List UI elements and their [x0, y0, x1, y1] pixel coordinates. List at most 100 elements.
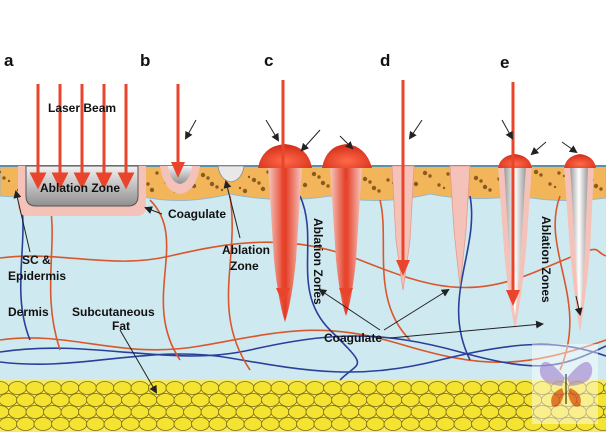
epidermis-dot	[371, 185, 377, 191]
fat-cell	[200, 381, 220, 395]
fat-cell	[383, 417, 403, 431]
fat-cell	[313, 393, 333, 407]
epidermis-dot	[386, 178, 390, 182]
fat-cell	[488, 393, 508, 407]
fat-cell	[60, 405, 80, 419]
fat-cell	[130, 405, 150, 419]
fat-cell	[130, 381, 150, 395]
fat-cell	[418, 417, 438, 431]
fat-cell	[16, 417, 35, 431]
fat-cell	[51, 393, 70, 407]
ablation-b	[168, 166, 192, 184]
fat-cell	[331, 393, 350, 407]
epidermis-dot	[442, 186, 446, 190]
epidermis-dot	[422, 170, 428, 176]
fat-cell	[33, 393, 53, 407]
fat-cell	[33, 417, 53, 431]
fat-cell	[68, 393, 88, 407]
ablation-column-e1-inner	[504, 166, 526, 316]
epidermis-dot	[320, 180, 326, 186]
fat-cell	[313, 417, 333, 431]
fat-cell	[270, 405, 290, 419]
fat-cell	[86, 393, 105, 407]
fat-cell	[383, 393, 403, 407]
fat-cell	[393, 405, 412, 419]
fat-cell	[218, 381, 237, 395]
panel-d	[391, 80, 471, 291]
fat-cell	[165, 381, 185, 395]
fat-cell	[515, 405, 535, 419]
epidermis-dot	[593, 183, 599, 189]
fat-cell	[16, 393, 35, 407]
epidermis-dot	[251, 177, 257, 183]
label-dermis: Dermis	[8, 305, 49, 319]
panel-label-d: d	[380, 51, 390, 70]
fat-cell	[480, 381, 500, 395]
fat-cell	[410, 381, 430, 395]
cap-e2	[564, 154, 596, 168]
fat-cell	[121, 417, 140, 431]
fat-cell	[25, 381, 45, 395]
epidermis-dot	[599, 187, 603, 191]
epidermis-dot	[488, 188, 492, 192]
label-subcutaneous1: Subcutaneous	[72, 305, 155, 319]
fat-cell	[410, 405, 430, 419]
fat-cell	[253, 381, 272, 395]
epidermis-dot	[473, 175, 479, 181]
epidermis-dot	[247, 175, 251, 179]
label-sc-epidermis2: Epidermis	[8, 269, 66, 283]
fat-cell	[348, 393, 368, 407]
fat-cell	[463, 381, 482, 395]
fat-cell	[103, 393, 123, 407]
fat-cell	[506, 417, 525, 431]
label-coagulate-top: Coagulate	[168, 207, 226, 221]
panel-a	[18, 84, 146, 216]
epidermis-dot	[562, 174, 566, 178]
fat-cell	[78, 381, 97, 395]
epidermis-dot	[2, 176, 6, 180]
fat-cell	[498, 405, 517, 419]
epidermis-dot	[146, 182, 150, 186]
fat-cell	[0, 393, 18, 407]
fat-cell	[43, 381, 62, 395]
fat-cell	[366, 417, 385, 431]
fat-cell	[235, 381, 255, 395]
fat-cell	[8, 381, 27, 395]
epidermis-dot	[302, 182, 308, 188]
fat-cell	[95, 381, 115, 395]
fat-cell	[593, 417, 606, 431]
ablation-column-e2-inner	[570, 166, 588, 316]
fat-cell	[173, 393, 193, 407]
fat-cell	[156, 393, 175, 407]
fat-cell	[506, 393, 525, 407]
label-sc-epidermis1: SC &	[22, 253, 51, 267]
label-ablation-zone-b2: Zone	[230, 259, 259, 273]
fat-cell	[453, 417, 473, 431]
fat-cell	[243, 393, 263, 407]
fat-cell	[323, 405, 342, 419]
fat-cell	[296, 417, 315, 431]
panel-label-e: e	[500, 53, 509, 72]
label-ablation-zone-b1: Ablation	[222, 243, 270, 257]
fat-cell	[113, 405, 132, 419]
fat-cell	[156, 417, 175, 431]
fat-cell	[95, 405, 115, 419]
fat-cell	[235, 405, 255, 419]
fat-cell	[43, 405, 62, 419]
fat-cell	[288, 405, 307, 419]
fat-cell	[183, 405, 202, 419]
epidermis-dot	[377, 189, 381, 193]
epidermis-dot	[200, 172, 206, 178]
label-laser-beam: Laser Beam	[48, 101, 116, 115]
fat-cell	[218, 405, 237, 419]
watermark-logo	[532, 344, 598, 424]
ablation-column-d2	[449, 165, 471, 287]
fat-cell	[226, 393, 245, 407]
fat-cell	[121, 393, 140, 407]
fat-cell	[261, 417, 280, 431]
panel-label-c: c	[264, 51, 273, 70]
fat-cell	[243, 417, 263, 431]
epidermis-dot	[553, 185, 557, 189]
fat-cell	[445, 381, 465, 395]
epidermis-dot	[215, 185, 219, 189]
